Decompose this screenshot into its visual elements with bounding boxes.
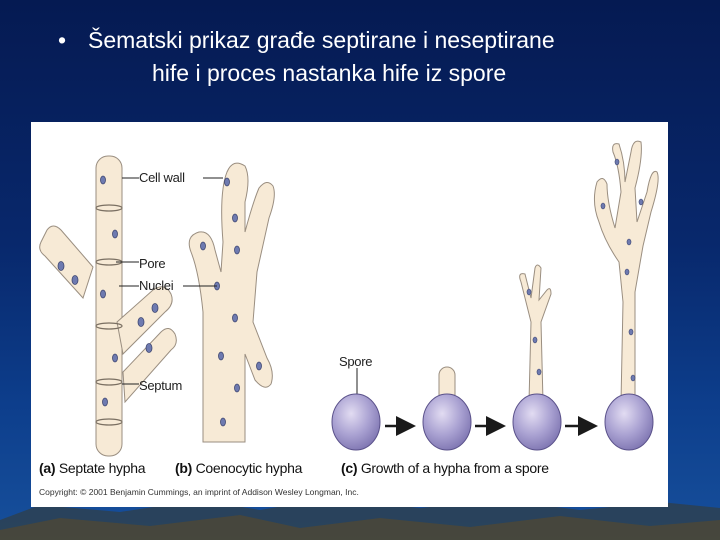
caption-a-letter: (a) — [39, 460, 56, 476]
copyright-notice: Copyright: © 2001 Benjamin Cummings, an … — [39, 487, 359, 497]
spore-nuclei-dots — [452, 158, 644, 412]
coenocytic-nuclei — [200, 177, 262, 427]
label-spore: Spore — [339, 354, 373, 369]
label-nuclei: Nuclei — [139, 278, 174, 293]
spore-2 — [422, 393, 472, 451]
title-line-2: hife i proces nastanka hife iz spore — [152, 60, 507, 86]
spore-1 — [331, 393, 381, 451]
hyphae-diagram — [39, 140, 659, 457]
caption-b-text: Coenocytic hypha — [195, 460, 303, 476]
hyphae-figure: Cell wall Pore Nuclei Septum Spore (a) S… — [31, 122, 668, 507]
label-cell-wall: Cell wall — [139, 170, 185, 185]
title-line-1: Šematski prikaz građe septirane i nesept… — [88, 27, 555, 53]
spores — [331, 393, 654, 451]
title-bullet: • — [58, 27, 67, 53]
caption-c: (c) Growth of a hypha from a spore — [341, 460, 549, 476]
label-septum: Septum — [139, 378, 183, 393]
septate-nuclei — [57, 175, 159, 407]
coenocytic-hypha — [188, 162, 275, 443]
spore-3 — [512, 393, 562, 451]
caption-b: (b) Coenocytic hypha — [175, 460, 302, 476]
caption-c-text: Growth of a hypha from a spore — [360, 460, 549, 476]
label-leaders — [116, 177, 358, 394]
caption-b-letter: (b) — [175, 460, 192, 476]
caption-c-letter: (c) — [341, 460, 358, 476]
caption-a: (a) Septate hypha — [39, 460, 146, 476]
spore-4 — [604, 393, 654, 451]
label-pore: Pore — [139, 256, 166, 271]
caption-a-text: Septate hypha — [58, 460, 146, 476]
